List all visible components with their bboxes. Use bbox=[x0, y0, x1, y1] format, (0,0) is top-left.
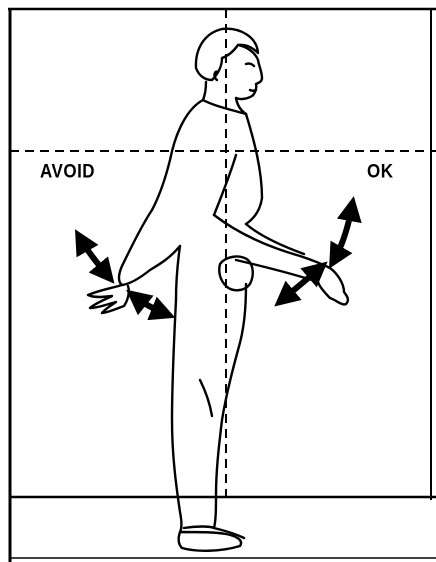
figure-shoe-back bbox=[179, 532, 241, 551]
ok-label: OK bbox=[367, 160, 394, 183]
guide-lines bbox=[10, 9, 436, 497]
avoid-arrow-lower bbox=[134, 296, 166, 314]
figure-leg-front bbox=[214, 284, 246, 528]
avoid-arrow-upper bbox=[80, 238, 108, 276]
figure-mouth bbox=[250, 90, 256, 91]
figure-hand-front bbox=[318, 268, 348, 304]
figure-hip bbox=[176, 246, 180, 300]
avoid-label: AVOID bbox=[40, 160, 95, 183]
figure-hand-back bbox=[88, 285, 129, 313]
figure-arm-front-lower bbox=[236, 224, 318, 282]
figure-back bbox=[152, 100, 203, 210]
standing-figure bbox=[88, 29, 348, 551]
room-frame bbox=[8, 9, 436, 562]
figure-eye bbox=[246, 64, 254, 66]
figure-knee-line bbox=[200, 380, 212, 416]
ok-arrow-upper bbox=[334, 206, 352, 260]
figure-arm-back bbox=[119, 210, 180, 285]
figure-chest bbox=[246, 114, 262, 224]
